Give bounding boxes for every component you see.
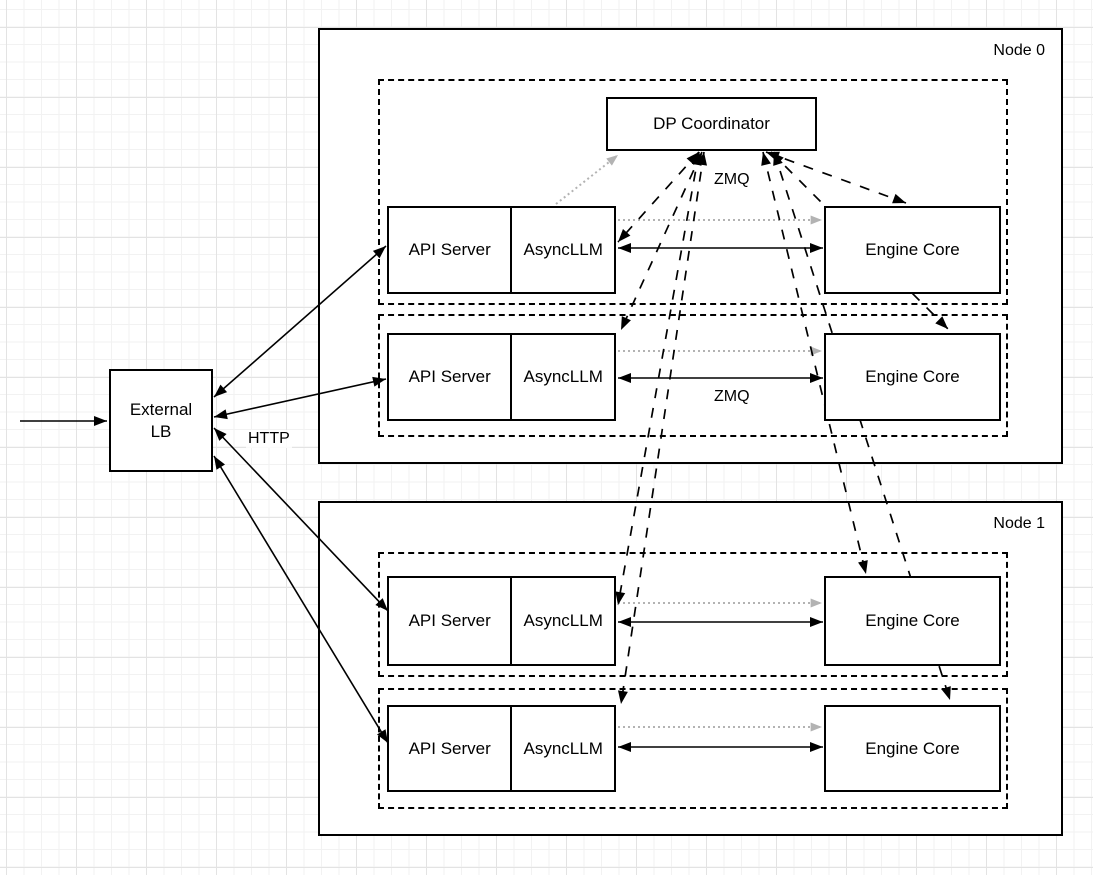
api-server-label: API Server <box>408 367 491 386</box>
zmq-coordinator-label: ZMQ <box>712 171 752 189</box>
arrow-lb-api-node1-row1 <box>213 455 389 744</box>
dp-coordinator-label: DP Coordinator <box>653 114 770 133</box>
dashed-arrow-coordinator-asyncllm-node1-row1 <box>617 151 708 705</box>
http-label: HTTP <box>246 430 292 448</box>
asyncllm-label: AsyncLLM <box>510 335 614 419</box>
external-lb-label: External LB <box>129 400 193 441</box>
dashed-arrow-coordinator-asyncllm-node0-row1 <box>620 151 703 331</box>
engine-core-label: Engine Core <box>865 611 960 630</box>
dp-coordinator-box: DP Coordinator <box>606 97 817 151</box>
engine-core-label: Engine Core <box>865 240 960 259</box>
api-server-label: API Server <box>408 738 491 758</box>
asyncllm-label: AsyncLLM <box>510 578 614 664</box>
arrow-lb-api-node1-row0 <box>213 427 389 612</box>
engine-core-box-node1-row1: Engine Core <box>824 705 1001 792</box>
asyncllm-label: AsyncLLM <box>510 707 614 790</box>
arrow-lb-api-node0-row0 <box>213 245 387 398</box>
arrow-lb-api-node0-row1 <box>213 376 387 420</box>
dashed-arrow-coordinator-engine-node1-row1 <box>773 151 951 701</box>
api-asyncllm-box-node1-row1: API Server AsyncLLM <box>387 705 616 792</box>
api-asyncllm-box-node1-row0: API Server AsyncLLM <box>387 576 616 666</box>
node-0-label: Node 0 <box>993 42 1045 59</box>
engine-core-box-node1-row0: Engine Core <box>824 576 1001 666</box>
engine-core-label: Engine Core <box>865 738 960 758</box>
external-lb-box: External LB <box>109 369 213 472</box>
api-server-label: API Server <box>408 240 491 259</box>
engine-core-box-node0-row1: Engine Core <box>824 333 1001 421</box>
dotted-arrow-asyncllm-coordinator <box>555 154 619 205</box>
dashed-arrow-coordinator-engine-node0-row0 <box>765 151 907 204</box>
dashed-arrow-coordinator-asyncllm-node0-row0 <box>617 151 700 243</box>
asyncllm-label: AsyncLLM <box>510 208 614 292</box>
api-asyncllm-box-node0-row0: API Server AsyncLLM <box>387 206 616 294</box>
api-server-label: API Server <box>408 611 491 630</box>
node-1-label: Node 1 <box>993 515 1045 532</box>
engine-core-label: Engine Core <box>865 367 960 386</box>
zmq-engine-label: ZMQ <box>712 388 752 406</box>
api-asyncllm-box-node0-row1: API Server AsyncLLM <box>387 333 616 421</box>
engine-core-box-node0-row0: Engine Core <box>824 206 1001 294</box>
